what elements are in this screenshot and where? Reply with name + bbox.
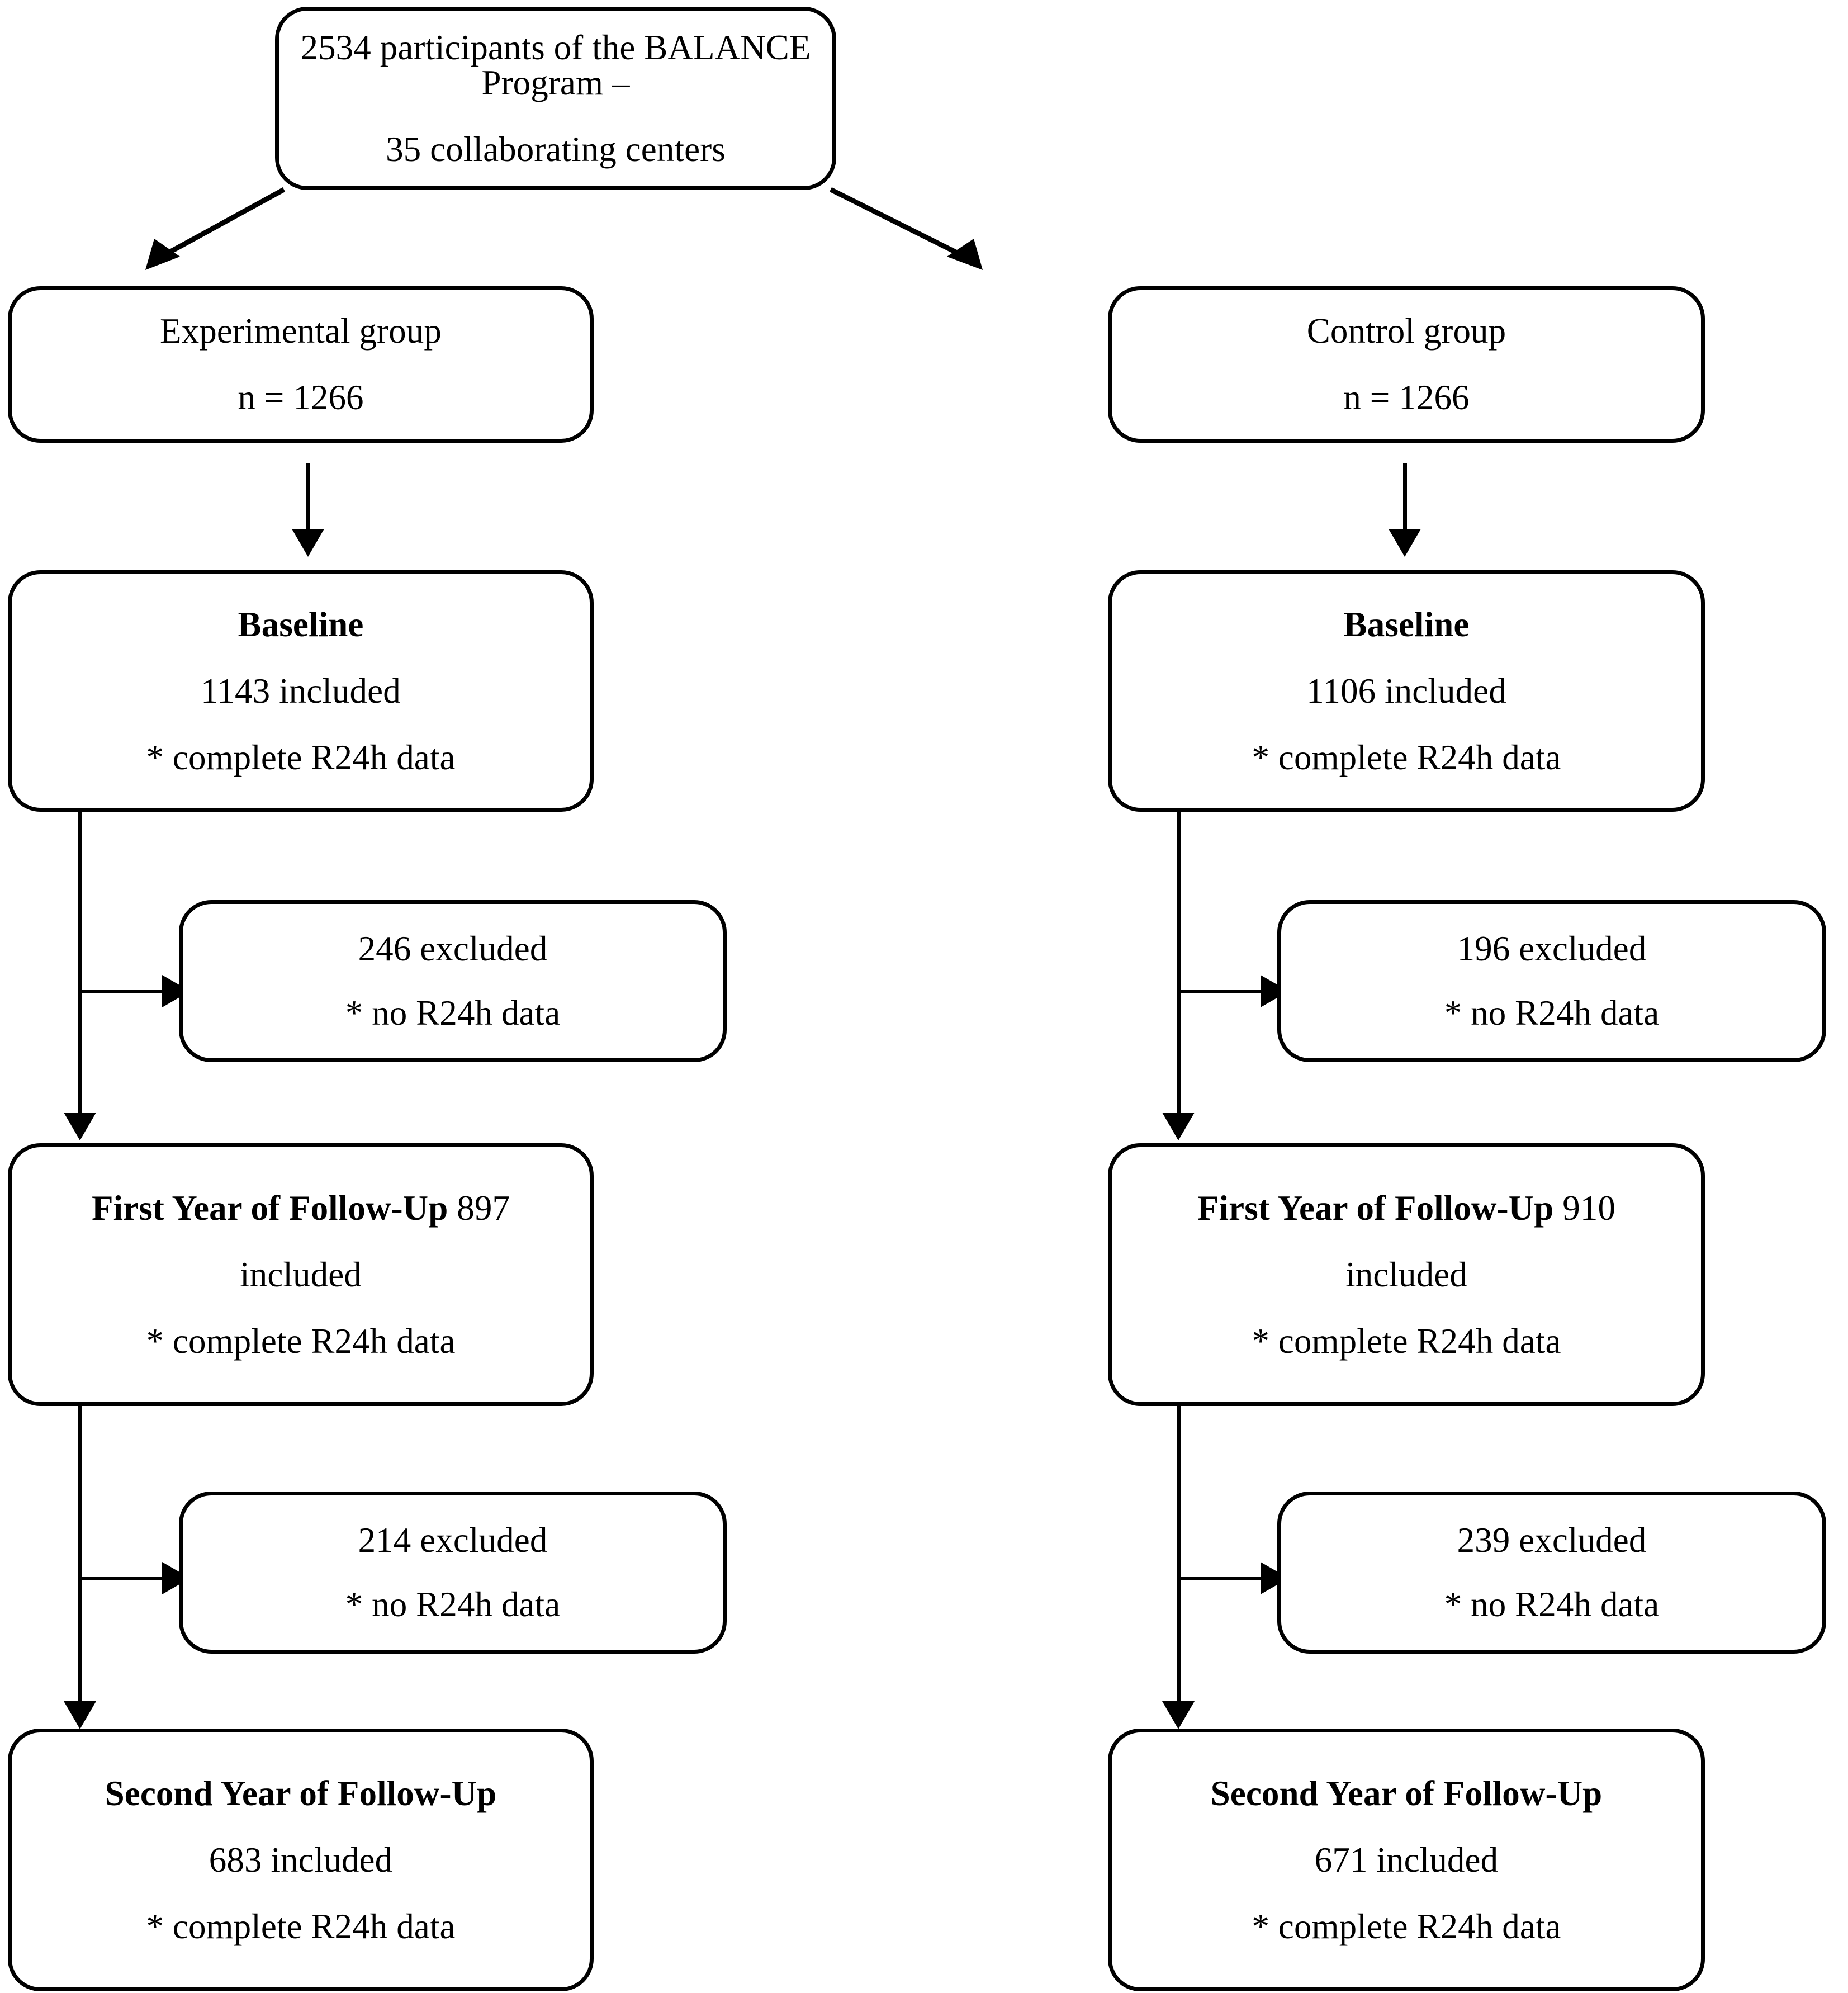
- node-experimental-year1-label: First Year of Follow-Up: [91, 1188, 448, 1228]
- node-control-baseline-line-2: 1106 included: [1306, 671, 1506, 711]
- connector-control-excluded-2-branch: [1177, 1577, 1288, 1580]
- arrowhead-experimental-year2: [64, 1701, 96, 1729]
- node-control-year1: First Year of Follow-Up 910 included * c…: [1108, 1143, 1705, 1406]
- node-control-excluded-2-line-2: * no R24h data: [1444, 1585, 1660, 1624]
- node-control-excluded-1-line-1: 196 excluded: [1457, 929, 1647, 968]
- node-control-year1-line-1: First Year of Follow-Up 910: [1112, 1188, 1701, 1228]
- node-control-excluded-2: 239 excluded * no R24h data: [1277, 1492, 1826, 1654]
- connector-control-year1-trunk: [1177, 1404, 1181, 1706]
- node-control-group: Control group n = 1266: [1108, 286, 1705, 443]
- connector-control-group-to-baseline: [1403, 463, 1407, 534]
- node-control-group-line-2: n = 1266: [1343, 378, 1470, 417]
- node-control-year1-line-2: included: [1345, 1254, 1467, 1294]
- node-experimental-excluded-2: 214 excluded * no R24h data: [179, 1492, 727, 1654]
- node-control-year1-line-3: * complete R24h data: [1252, 1321, 1561, 1361]
- node-experimental-baseline-line-2: 1143 included: [201, 671, 401, 711]
- node-experimental-excluded-2-line-1: 214 excluded: [358, 1521, 548, 1560]
- node-experimental-year1-count: 897: [448, 1188, 510, 1228]
- node-experimental-group: Experimental group n = 1266: [8, 286, 594, 443]
- node-experimental-year2-line-3: * complete R24h data: [146, 1906, 456, 1946]
- node-experimental-excluded-1-line-1: 246 excluded: [358, 929, 548, 968]
- connector-control-baseline-trunk: [1177, 809, 1181, 1117]
- connector-experimental-year1-trunk: [78, 1404, 82, 1706]
- node-experimental-year1-line-1: First Year of Follow-Up 897: [12, 1188, 590, 1228]
- node-experimental-group-line-1: Experimental group: [160, 311, 442, 351]
- node-control-year2-line-2: 671 included: [1314, 1840, 1499, 1880]
- arrowhead-control-group-to-baseline: [1389, 529, 1421, 557]
- node-root: 2534 participants of the BALANCE Program…: [275, 7, 836, 190]
- node-experimental-year1: First Year of Follow-Up 897 included * c…: [8, 1143, 594, 1406]
- node-experimental-baseline: Baseline 1143 included * complete R24h d…: [8, 570, 594, 812]
- node-experimental-excluded-1: 246 excluded * no R24h data: [179, 900, 727, 1062]
- node-control-baseline-line-1: Baseline: [1343, 604, 1470, 644]
- node-control-baseline-line-3: * complete R24h data: [1252, 737, 1561, 777]
- arrowhead-experimental-group-to-baseline: [292, 529, 324, 557]
- connector-control-excluded-1-branch: [1177, 990, 1288, 993]
- connector-experimental-excluded-1-branch: [78, 990, 190, 993]
- node-experimental-excluded-2-line-2: * no R24h data: [345, 1585, 561, 1624]
- node-control-excluded-2-line-1: 239 excluded: [1457, 1521, 1647, 1560]
- node-experimental-year2: Second Year of Follow-Up 683 included * …: [8, 1729, 594, 1991]
- node-control-year1-count: 910: [1553, 1188, 1616, 1228]
- connector-experimental-baseline-trunk: [78, 809, 82, 1117]
- node-experimental-baseline-line-1: Baseline: [238, 604, 364, 644]
- node-control-excluded-1: 196 excluded * no R24h data: [1277, 900, 1826, 1062]
- node-experimental-year1-line-2: included: [240, 1254, 362, 1294]
- connector-experimental-group-to-baseline: [306, 463, 310, 534]
- node-control-year1-label: First Year of Follow-Up: [1197, 1188, 1554, 1228]
- connector-root-to-control: [827, 187, 989, 277]
- node-experimental-year2-line-1: Second Year of Follow-Up: [105, 1773, 497, 1813]
- connector-root-to-experimental: [140, 187, 286, 277]
- node-control-group-line-1: Control group: [1306, 311, 1506, 351]
- node-experimental-year1-line-3: * complete R24h data: [146, 1321, 456, 1361]
- node-experimental-excluded-1-line-2: * no R24h data: [345, 993, 561, 1033]
- node-control-baseline: Baseline 1106 included * complete R24h d…: [1108, 570, 1705, 812]
- node-experimental-baseline-line-3: * complete R24h data: [146, 737, 456, 777]
- node-control-year2-line-1: Second Year of Follow-Up: [1210, 1773, 1603, 1813]
- arrowhead-control-year2: [1162, 1701, 1195, 1729]
- node-experimental-group-line-2: n = 1266: [238, 378, 364, 417]
- node-root-line-1: 2534 participants of the BALANCE Program…: [300, 27, 811, 102]
- node-root-line-2: 35 collaborating centers: [386, 129, 726, 169]
- node-control-year2: Second Year of Follow-Up 671 included * …: [1108, 1729, 1705, 1991]
- node-control-excluded-1-line-2: * no R24h data: [1444, 993, 1660, 1033]
- connector-experimental-excluded-2-branch: [78, 1577, 190, 1580]
- arrowhead-experimental-year1: [64, 1113, 96, 1140]
- node-control-year2-line-3: * complete R24h data: [1252, 1906, 1561, 1946]
- arrowhead-control-year1: [1162, 1113, 1195, 1140]
- node-experimental-year2-line-2: 683 included: [209, 1840, 393, 1880]
